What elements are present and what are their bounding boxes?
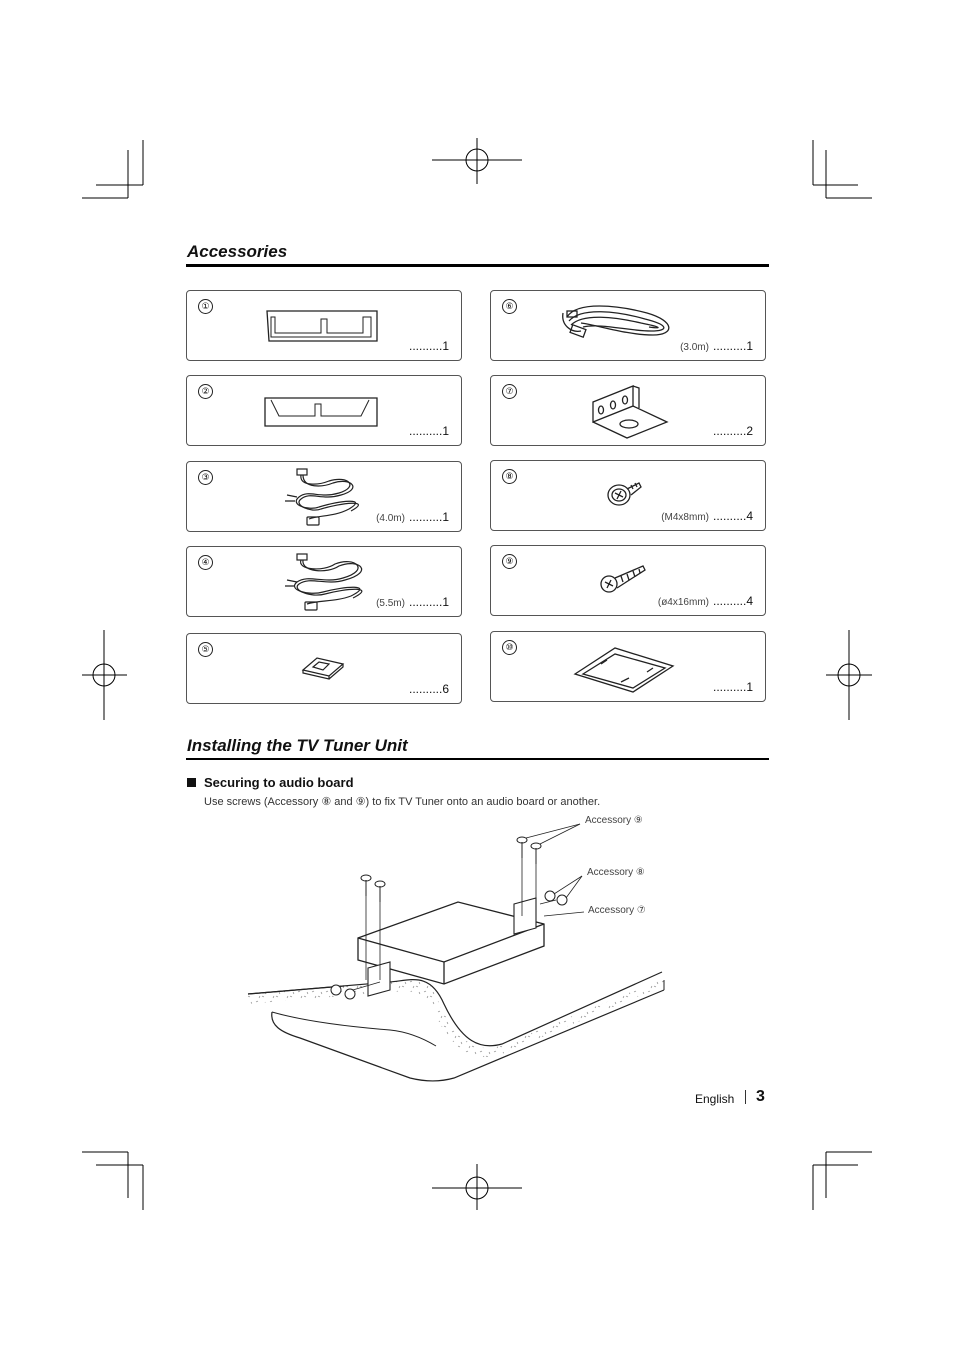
installation-diagram [247, 823, 665, 1082]
mounting-bracket-icon [592, 385, 669, 439]
item-number: ⑤ [198, 642, 213, 657]
item-quantity: (3.0m)..........1 [680, 339, 753, 353]
item-number: ⑩ [502, 640, 517, 655]
item-quantity: (5.5m)..........1 [376, 595, 449, 609]
accessory-item-8: ⑧ (M4x8mm)..........4 [490, 460, 766, 531]
accessory-item-7: ⑦ ..........2 [490, 375, 766, 446]
tapping-screw-icon [600, 565, 646, 593]
callout-accessory-8: Accessory ⑧ [587, 867, 645, 878]
accessory-item-5: ⑤ ..........6 [186, 633, 462, 704]
accessory-item-10: ⑩ ..........1 [490, 631, 766, 702]
install-heading: Installing the TV Tuner Unit [187, 736, 408, 755]
accessories-rule [186, 264, 769, 267]
bracket-icon [266, 310, 378, 342]
item-number: ① [198, 299, 213, 314]
accessory-item-3: ③ (4.0m)..........1 [186, 461, 462, 532]
cable-clamp-icon [301, 657, 345, 680]
item-number: ③ [198, 470, 213, 485]
item-quantity: ..........1 [712, 680, 753, 694]
item-quantity: ..........1 [408, 424, 449, 438]
accessory-item-1: ① ..........1 [186, 290, 462, 361]
item-number: ⑨ [502, 554, 517, 569]
antenna-cable-icon [285, 468, 359, 526]
callout-accessory-9: Accessory ⑨ [585, 815, 643, 826]
subheading: Securing to audio board [187, 775, 354, 790]
item-quantity: ..........2 [712, 424, 753, 438]
accessory-item-2: ② ..........1 [186, 375, 462, 446]
accessory-item-4: ④ (5.5m)..........1 [186, 546, 462, 617]
accessory-item-9: ⑨ (ø4x16mm)..........4 [490, 545, 766, 616]
item-quantity: (M4x8mm)..........4 [661, 509, 753, 523]
accessories-heading: Accessories [187, 242, 288, 261]
item-quantity: ..........6 [408, 682, 449, 696]
bracket-icon [264, 397, 378, 427]
item-number: ⑥ [502, 299, 517, 314]
cleaning-pad-icon [573, 647, 675, 693]
footer-divider [745, 1090, 746, 1104]
item-number: ⑦ [502, 384, 517, 399]
item-quantity: ..........1 [408, 339, 449, 353]
page-number: 3 [756, 1088, 765, 1105]
callout-accessory-7: Accessory ⑦ [588, 905, 646, 916]
cable-icon [562, 305, 670, 338]
item-quantity: (4.0m)..........1 [376, 510, 449, 524]
install-rule [186, 758, 769, 760]
antenna-cable-icon [285, 553, 363, 611]
screw-icon [607, 482, 642, 506]
bullet-square-icon [187, 778, 196, 787]
accessory-item-6: ⑥ (3.0m)..........1 [490, 290, 766, 361]
item-number: ④ [198, 555, 213, 570]
item-number: ⑧ [502, 469, 517, 484]
item-number: ② [198, 384, 213, 399]
item-quantity: (ø4x16mm)..........4 [657, 594, 753, 608]
footer-language: English [695, 1092, 735, 1106]
instruction-text: Use screws (Accessory ⑧ and ⑨) to fix TV… [204, 796, 601, 808]
